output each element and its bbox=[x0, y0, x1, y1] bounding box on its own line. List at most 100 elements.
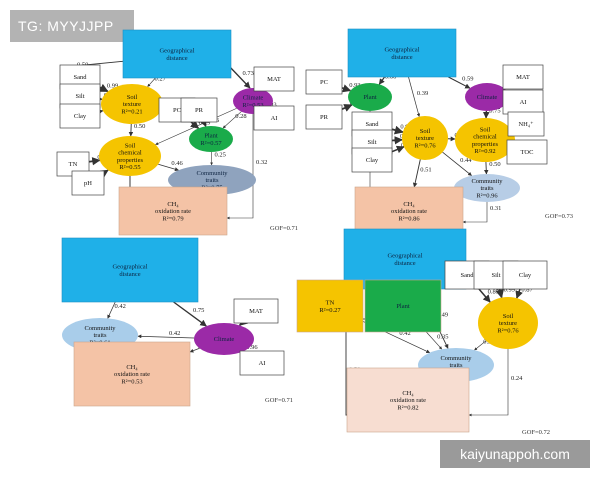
node-label: CH₄ bbox=[167, 201, 179, 208]
path-coefficient-label: 0.75 bbox=[489, 108, 500, 115]
node-clay: Clay bbox=[502, 260, 548, 290]
path-arrow-climate-to-ch4 bbox=[189, 347, 200, 353]
diagram-panel-2: 0.930.940.660.590.390.840.920.990.930.87… bbox=[305, 28, 573, 236]
path-arrow-geo-to-climate bbox=[228, 65, 251, 89]
node-ai: AI bbox=[502, 89, 544, 115]
path-arrow-pc-to-plant bbox=[190, 120, 200, 129]
node-ph: pH bbox=[71, 170, 105, 196]
node-mat: MAT bbox=[502, 64, 544, 90]
node-pr: PR bbox=[180, 97, 218, 123]
node-label: Community bbox=[84, 325, 116, 332]
node-label: CH₄ bbox=[403, 201, 415, 208]
path-coefficient-label: 0.87 bbox=[521, 287, 533, 294]
node-label: R²=0.55 bbox=[119, 164, 140, 171]
node-label: traits bbox=[206, 177, 219, 184]
path-coefficient-label: 0.59 bbox=[462, 76, 473, 83]
path-arrow-sand-to-texture bbox=[478, 288, 491, 303]
node-label: Silt bbox=[75, 93, 84, 100]
node-label: NH₄⁺ bbox=[518, 121, 534, 128]
path-arrow-comm-to-ch4 bbox=[462, 202, 488, 224]
path-arrow-climate-to-plant bbox=[222, 111, 242, 129]
node-label: Sand bbox=[74, 74, 88, 81]
path-arrow-texture-to-ch4 bbox=[412, 159, 421, 188]
path-arrow-sand-to-texture bbox=[98, 83, 109, 93]
node-label: R²=0.21 bbox=[121, 108, 142, 115]
path-arrow-geo-to-climate bbox=[173, 301, 207, 327]
path-coefficient-label: 0.96 bbox=[246, 344, 258, 351]
node-label: distance bbox=[394, 260, 415, 267]
node-label: Geographical bbox=[387, 253, 422, 260]
node-label: R²=0.86 bbox=[398, 215, 420, 222]
node-label: R²=0.57 bbox=[200, 140, 222, 147]
node-label: CH₄ bbox=[402, 390, 414, 397]
gof-label: GOF=0.71 bbox=[265, 397, 293, 404]
node-label: Plant bbox=[363, 94, 377, 101]
node-label: oxidation rate bbox=[155, 208, 191, 215]
path-coefficient-label: 0.99 bbox=[504, 286, 515, 293]
path-coefficient-label: 0.50 bbox=[489, 161, 500, 168]
node-label: Geographical bbox=[159, 48, 194, 55]
node-label: oxidation rate bbox=[114, 371, 150, 378]
path-coefficient-label: 0.27 bbox=[155, 75, 167, 82]
node-label: R²=0.92 bbox=[474, 148, 495, 155]
node-label: TN bbox=[326, 300, 335, 307]
node-climate: Climate bbox=[465, 83, 509, 111]
path-arrow-texture-to-comm bbox=[474, 340, 487, 351]
node-label: AI bbox=[259, 360, 266, 367]
gof-label: GOF=0.73 bbox=[545, 213, 573, 220]
node-label: R²=0.76 bbox=[497, 327, 519, 334]
path-arrow-tn-to-chem bbox=[88, 157, 101, 166]
path-coefficient-label: 0.35 bbox=[437, 334, 448, 341]
node-label: Soil bbox=[503, 313, 514, 320]
path-arrow-texture-to-comm bbox=[442, 151, 472, 176]
path-arrow-climate-to-chem bbox=[155, 108, 237, 145]
node-label: pH bbox=[84, 180, 92, 187]
watermark-label: TG: MYYJJPP bbox=[10, 10, 134, 42]
node-plant: Plant bbox=[364, 279, 442, 333]
node-label: Sand bbox=[366, 121, 380, 128]
gof-label: GOF=0.72 bbox=[522, 429, 550, 436]
path-arrow-texture-to-ch4 bbox=[468, 349, 509, 417]
node-label: AI bbox=[520, 99, 527, 106]
node-label: MAT bbox=[516, 74, 530, 81]
node-label: oxidation rate bbox=[391, 208, 427, 215]
path-arrow-geo-to-texture bbox=[147, 77, 156, 87]
path-arrow-geo-to-comm bbox=[107, 301, 116, 319]
gof-label: GOF=0.71 bbox=[270, 225, 298, 232]
node-label: Community bbox=[471, 178, 503, 185]
node-label: Soil bbox=[127, 94, 138, 101]
node-mat: MAT bbox=[233, 298, 279, 324]
node-label: texture bbox=[416, 135, 434, 142]
path-coefficient-label: 0.75 bbox=[193, 307, 204, 314]
node-label: R²=0.53 bbox=[242, 102, 263, 109]
node-label: distance bbox=[166, 55, 187, 62]
path-coefficient-label: 0.31 bbox=[490, 205, 501, 212]
node-label: Soil bbox=[480, 126, 491, 133]
node-label: Clay bbox=[519, 272, 532, 279]
node-label: MAT bbox=[249, 308, 263, 315]
node-climate: Climate bbox=[194, 323, 254, 355]
node-nh4: NH₄⁺ bbox=[507, 111, 545, 137]
path-coefficient-label: 0.32 bbox=[256, 159, 267, 166]
diagram-nodes: GeographicaldistanceSandSiltClaySoiltext… bbox=[56, 29, 295, 236]
path-arrow-pr-to-plant bbox=[341, 104, 353, 112]
node-label: R²=0.76 bbox=[414, 142, 436, 149]
path-coefficient-label: 0.93 bbox=[349, 82, 360, 89]
path-coefficient-label: 0.39 bbox=[417, 90, 428, 97]
path-arrow-geo-to-texture bbox=[408, 76, 421, 118]
path-arrow-silt-to-texture bbox=[391, 136, 403, 145]
node-label: Soil bbox=[125, 142, 136, 149]
diagram-panel-1: 0.730.270.500.990.920.700.750.930.930.86… bbox=[56, 29, 298, 236]
node-label: TN bbox=[69, 161, 78, 168]
path-arrow-ph-to-chem bbox=[99, 169, 109, 178]
